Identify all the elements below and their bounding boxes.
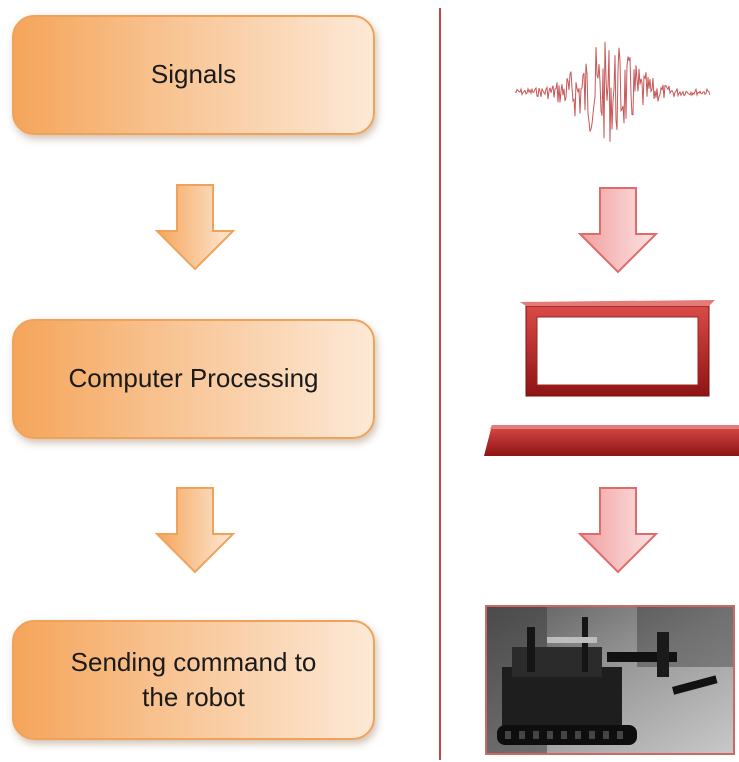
down-arrow-icon <box>155 184 235 271</box>
down-arrow-icon <box>155 487 235 574</box>
processing-bar <box>484 425 739 456</box>
signals-label: Signals <box>150 59 237 90</box>
sending-command-box: Sending command to the robot <box>12 620 375 740</box>
down-arrow-icon <box>578 187 658 274</box>
robot-photo <box>485 605 735 755</box>
sending-command-line1: Sending command to <box>70 646 317 677</box>
sending-command-label: Sending command to the robot <box>71 645 317 715</box>
computer-processing-box: Computer Processing <box>12 319 375 439</box>
processing-frame <box>520 300 715 397</box>
robot-image <box>487 607 733 753</box>
signals-box: Signals <box>12 15 375 135</box>
signal-waveform <box>515 41 710 142</box>
sending-command-line2: the robot <box>142 682 245 712</box>
down-arrow-icon <box>578 487 658 574</box>
column-divider <box>439 8 441 760</box>
computer-processing-label: Computer Processing <box>68 363 319 394</box>
